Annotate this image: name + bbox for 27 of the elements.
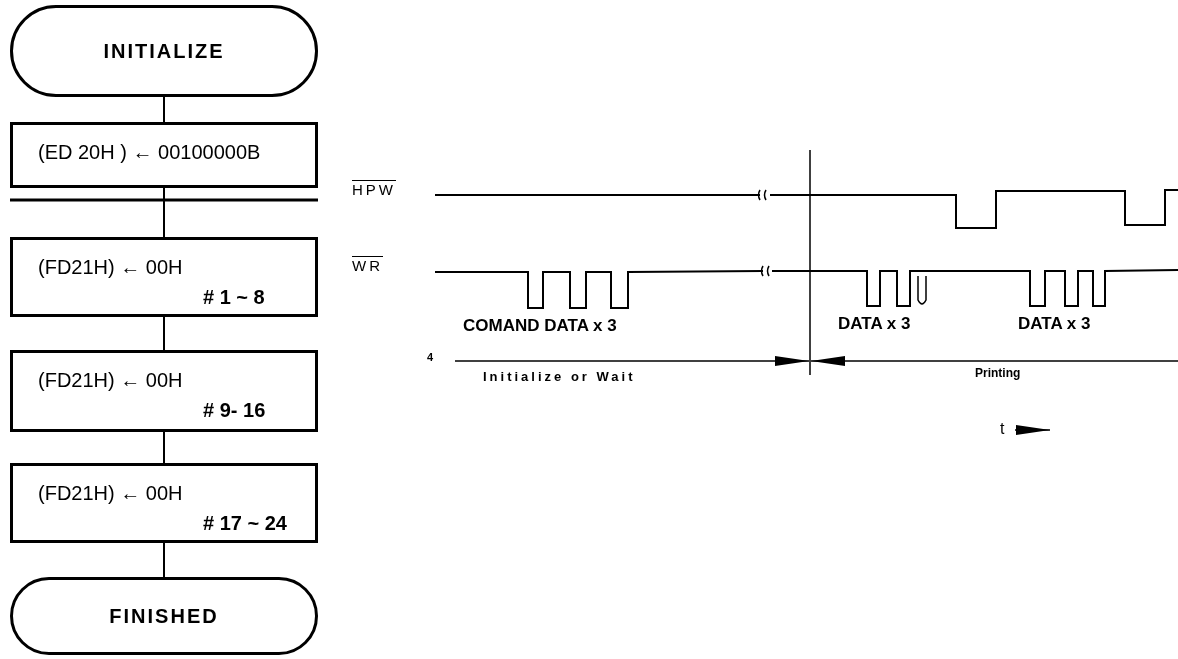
- pulse-label: DATA x 3: [1018, 314, 1091, 334]
- terminator-label: INITIALIZE: [103, 39, 225, 63]
- pulse-label: COMAND DATA x 3: [463, 316, 617, 336]
- pulse-label: DATA x 3: [838, 314, 911, 334]
- connector-line: [163, 431, 165, 464]
- dimension-mark: 4: [427, 351, 434, 363]
- connector-line: [163, 96, 165, 123]
- time-axis-label: t: [1000, 420, 1005, 438]
- connector-line: [163, 542, 165, 578]
- assignment-text: (ED 20H ) ← 00100000B: [38, 141, 261, 164]
- process-box: [10, 463, 318, 543]
- terminator-label: FINISHED: [109, 604, 219, 628]
- connector-line: [163, 187, 165, 238]
- assignment-text: (FD21H) ← 00H: [38, 369, 183, 392]
- process-box: [10, 350, 318, 432]
- channel-range-text: # 1 ~ 8: [203, 286, 265, 309]
- assignment-text: (FD21H) ← 00H: [38, 256, 183, 279]
- phase-label: Initialize or Wait: [483, 369, 636, 384]
- assignment-text: (FD21H) ← 00H: [38, 482, 183, 505]
- channel-range-text: # 9- 16: [203, 399, 266, 422]
- channel-range-text: # 17 ~ 24: [203, 512, 287, 535]
- process-box: [10, 237, 318, 317]
- signal-name: WR: [352, 257, 383, 274]
- process-box: [10, 122, 318, 188]
- signal-name: HPW: [352, 181, 396, 198]
- connector-line: [163, 316, 165, 351]
- phase-label: Printing: [975, 366, 1021, 380]
